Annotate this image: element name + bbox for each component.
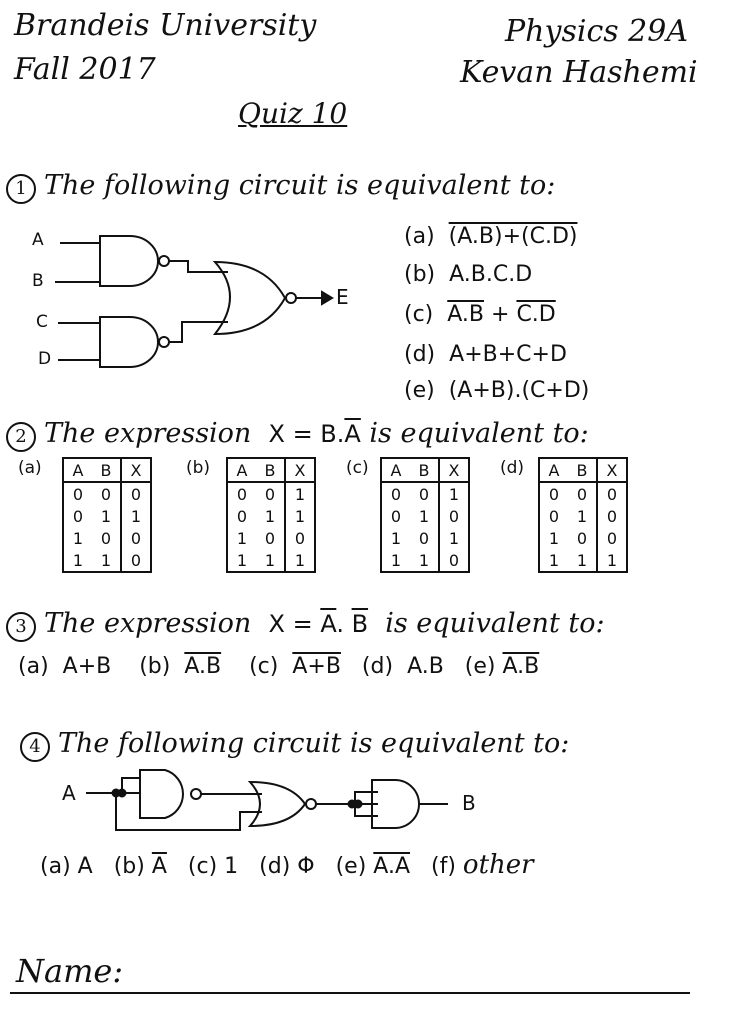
- q1-option-a: (a) (A.B)+(C.D): [404, 224, 578, 249]
- q1-nor-gate: [212, 260, 287, 336]
- q1-option-e: (e) (A+B).(C+D): [404, 378, 590, 403]
- q1-input-a: A: [32, 230, 44, 250]
- q3-option-b: (b) A.B: [139, 654, 222, 679]
- instructor-name: Kevan Hashemi: [460, 55, 698, 90]
- q4-nand-gate: [139, 769, 184, 819]
- q4-output-b: B: [462, 791, 476, 815]
- q4-and-gate: [371, 779, 420, 829]
- q4-text: The following circuit is equivalent to:: [58, 728, 570, 759]
- q4-option-b: (b) A: [113, 854, 167, 879]
- name-line[interactable]: [10, 992, 690, 994]
- q1-input-c: C: [36, 312, 48, 332]
- q4-nor-gate: [247, 780, 307, 828]
- q2-number: 2: [6, 422, 36, 452]
- q4-option-a: (a) A: [40, 854, 93, 879]
- course-name: Physics 29A: [505, 14, 689, 49]
- q4-prompt: 4 The following circuit is equivalent to:: [20, 728, 569, 762]
- university-name: Brandeis University: [14, 8, 317, 43]
- q2-table-c-label: (c): [346, 458, 369, 478]
- q1-option-d: (d) A+B+C+D: [404, 342, 567, 367]
- q1-output-e: E: [336, 285, 349, 309]
- q4-option-d: (d) Φ: [259, 854, 315, 879]
- q2-table-d-label: (d): [500, 458, 525, 478]
- q3-number: 3: [6, 612, 36, 642]
- q1-option-c: (c) A.B + C.D: [404, 302, 556, 327]
- q4-option-f: (f) other: [431, 850, 534, 880]
- q3-option-e: (e) A.B: [464, 652, 540, 679]
- q1-input-d: D: [38, 349, 52, 369]
- q4-option-c: (c) 1: [187, 854, 239, 879]
- q2-table-a-label: (a): [18, 458, 42, 478]
- q3-option-c: (c) A+B: [249, 654, 341, 679]
- q2-table-b-label: (b): [186, 458, 211, 478]
- quiz-title: Quiz 10: [238, 97, 348, 130]
- q1-nand-gate-2: [99, 316, 159, 368]
- q4-options: (a) A (b) A (c) 1 (d) Φ (e) A.A (f) othe…: [40, 850, 534, 880]
- q4-input-a: A: [62, 781, 76, 805]
- q1-text: The following circuit is equivalent to:: [44, 170, 556, 201]
- q3-options: (a) A+B (b) A.B (c) A+B (d) A.B (e) A.B: [18, 652, 540, 679]
- q3-option-d: (d) A.B: [361, 654, 444, 679]
- q1-prompt: 1 The following circuit is equivalent to:: [6, 170, 555, 204]
- q1-nand-gate-1: [99, 235, 159, 287]
- semester: Fall 2017: [14, 52, 156, 87]
- q1-number: 1: [6, 174, 36, 204]
- q1-option-b: (b) A.B.C.D: [404, 262, 533, 287]
- output-arrow-icon: [321, 290, 334, 306]
- q4-option-e: (e) A.A: [335, 854, 411, 879]
- q3-option-a: (a) A+B: [18, 654, 112, 679]
- name-label: Name:: [16, 952, 124, 990]
- q4-number: 4: [20, 732, 50, 762]
- q1-input-b: B: [32, 271, 44, 291]
